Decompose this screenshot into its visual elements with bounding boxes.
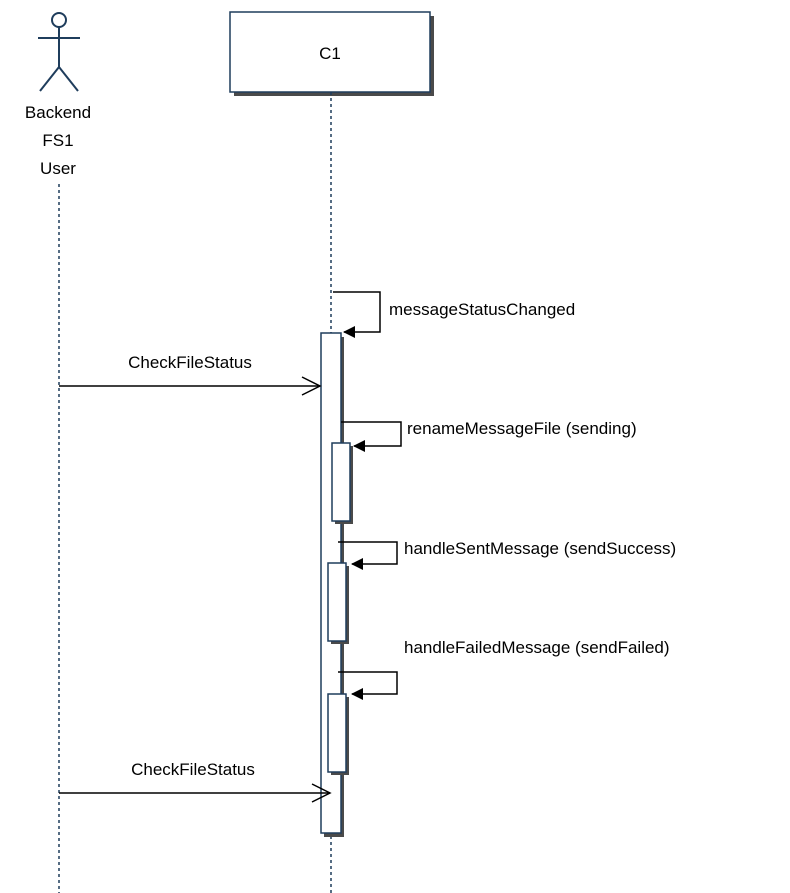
message-arrowhead [301,376,322,396]
participant-label: C1 [319,44,341,63]
message-arrow [333,291,381,338]
message-self-call-2[interactable]: renameMessageFile (sending) [341,419,637,452]
message-async-1[interactable]: CheckFileStatus [59,353,322,396]
actor-label-line-2: FS1 [42,131,73,150]
message-self-call-3[interactable]: handleSentMessage (sendSuccess) [338,539,676,570]
message-async-2[interactable]: CheckFileStatus [59,760,332,803]
message-arrow [341,421,402,452]
participant-box [229,11,431,93]
message-arrow [338,541,398,570]
actor-label-line-1: Backend [25,103,91,122]
message-label: renameMessageFile (sending) [407,419,637,438]
message-label: CheckFileStatus [131,760,255,779]
message-self-call-1[interactable]: messageStatusChanged [333,291,575,338]
message-self-call-4[interactable]: handleFailedMessage (sendFailed) [338,638,670,700]
actor-backend-fs1-user[interactable]: Backend FS1 User [25,12,91,178]
message-label: messageStatusChanged [389,300,575,319]
actor-icon [38,12,80,92]
message-label: handleSentMessage (sendSuccess) [404,539,676,558]
message-label: CheckFileStatus [128,353,252,372]
message-arrowhead [311,783,332,803]
actor-label-line-3: User [40,159,76,178]
nested-activation-bar [331,442,351,522]
participant-c1[interactable]: C1 [229,11,434,96]
message-arrow [338,671,398,700]
message-label: handleFailedMessage (sendFailed) [404,638,670,657]
nested-activation-bar [327,693,347,773]
nested-activation-bar [327,562,347,642]
